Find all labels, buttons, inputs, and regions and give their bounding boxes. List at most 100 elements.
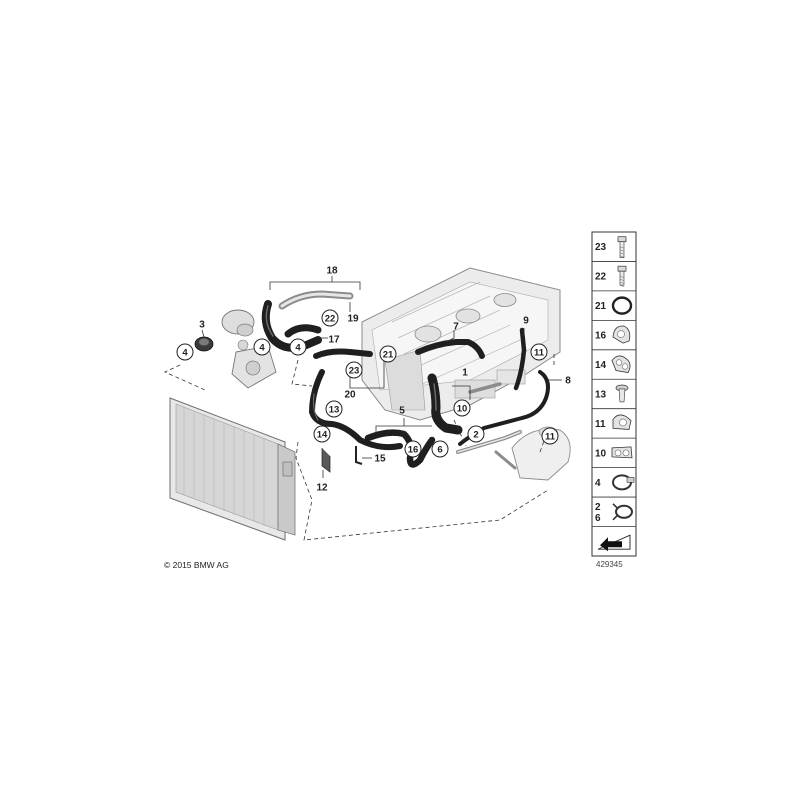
legend-item-22: 22: [592, 261, 636, 287]
legend-number: 21: [595, 301, 607, 312]
legend-item-14: 14: [592, 349, 636, 373]
callout-label: 5: [399, 405, 405, 416]
legend-number: 14: [595, 360, 607, 371]
callout-23: 23: [345, 361, 363, 379]
callout-13: 13: [325, 400, 343, 418]
callout-4: 4: [289, 338, 307, 356]
legend-item-4: 4: [592, 467, 636, 491]
callout-label: 15: [374, 453, 386, 464]
callout-label: 8: [565, 375, 571, 386]
callout-4: 4: [176, 343, 194, 361]
callout-5: 5: [399, 405, 405, 416]
callout-label: 11: [545, 431, 556, 442]
callout-label: 20: [344, 389, 356, 400]
expansion-tank: [511, 426, 571, 481]
callout-circle: [176, 343, 194, 361]
callout-2: 2: [467, 425, 485, 443]
callout-label: 18: [326, 265, 338, 276]
callout-3: 3: [199, 319, 205, 330]
bolt-thread: [619, 255, 625, 258]
leader-lines: [201, 276, 562, 478]
callout-label: 14: [317, 429, 328, 440]
callout-label: 4: [182, 347, 188, 358]
legend-number: 2: [595, 502, 601, 513]
callout-label: 17: [328, 334, 340, 345]
callout-circle: [253, 338, 271, 356]
callout-circle: [404, 440, 422, 458]
callout-12: 12: [316, 482, 328, 493]
callout-21: 21: [379, 345, 397, 363]
callout-label: 9: [523, 315, 529, 326]
callout-9: 9: [523, 315, 529, 326]
bolt-thread: [619, 249, 625, 252]
bolt-shank: [619, 270, 625, 286]
bolt-thread: [619, 278, 625, 281]
callout-circle: [379, 345, 397, 363]
callout-20: 20: [344, 389, 356, 400]
parts-legend: 23 22 21 16 14 13 11 10 4 26: [591, 231, 637, 557]
callout-17: 17: [328, 334, 340, 345]
callout-label: 4: [295, 342, 301, 353]
callout-11: 11: [530, 343, 548, 361]
callout-8: 8: [565, 375, 571, 386]
callout-circle: [325, 400, 343, 418]
bolt-thread: [619, 284, 625, 287]
bolt-thread: [619, 252, 625, 255]
callout-19: 19: [347, 313, 359, 324]
legend-item-2: 26: [592, 496, 636, 524]
callout-label: 19: [347, 313, 359, 324]
callout-circle: [530, 343, 548, 361]
callout-label: 23: [349, 365, 360, 376]
callout-6: 6: [431, 440, 449, 458]
callout-circle: [289, 338, 307, 356]
bolt-thread: [619, 275, 625, 278]
bracket-15: [355, 446, 363, 465]
callout-label: 7: [453, 321, 459, 332]
callouts: 18 3 4 4 4 22 19 17 7 9 21 23 20 11 8 1 13 5 10 11 14 2 15 16 6 1…: [176, 265, 571, 493]
callout-label: 22: [325, 313, 336, 324]
callout-18: 18: [326, 265, 338, 276]
callout-label: 1: [462, 367, 468, 378]
callout-15: 15: [374, 453, 386, 464]
legend-number: 13: [595, 389, 607, 400]
callout-14: 14: [313, 425, 331, 443]
callout-4: 4: [253, 338, 271, 356]
callout-label: 12: [316, 482, 328, 493]
callout-22: 22: [321, 309, 339, 327]
callout-11: 11: [541, 427, 559, 445]
legend-number: 22: [595, 272, 607, 283]
callout-label: 3: [199, 319, 205, 330]
clip-hole: [614, 449, 622, 457]
callout-circle: [541, 427, 559, 445]
callout-label: 2: [473, 429, 478, 440]
legend-item-symbol: [592, 526, 636, 552]
clip-hole: [617, 330, 625, 338]
callout-circle: [313, 425, 331, 443]
callout-7: 7: [453, 321, 459, 332]
bolt-thread: [619, 246, 625, 249]
callout-1: 1: [462, 367, 468, 378]
bracket-12: [321, 448, 331, 473]
callout-circle: [321, 309, 339, 327]
radiator: [169, 397, 296, 541]
bolt-head: [617, 265, 627, 272]
copyright-text: © 2015 BMW AG: [164, 560, 229, 570]
callout-circle: [431, 440, 449, 458]
arrow-icon: [600, 537, 622, 552]
legend-number: 6: [595, 513, 601, 524]
coolant-pipes: [278, 290, 522, 470]
legend-item-16: 16: [592, 319, 636, 344]
legend-item-11: 11: [592, 408, 636, 430]
callout-label: 10: [457, 403, 468, 414]
legend-number: 23: [595, 242, 607, 253]
callout-label: 6: [437, 444, 442, 455]
legend-item-10: 10: [592, 437, 636, 459]
callout-label: 16: [408, 444, 419, 455]
rivet-body: [618, 388, 626, 403]
clip-hole: [615, 359, 623, 366]
legend-item-23: 23: [595, 236, 627, 259]
legend-number: 16: [595, 331, 607, 342]
clip-hole: [621, 363, 629, 370]
legend-number: 11: [595, 419, 606, 430]
o-ring-shape: [611, 296, 633, 315]
